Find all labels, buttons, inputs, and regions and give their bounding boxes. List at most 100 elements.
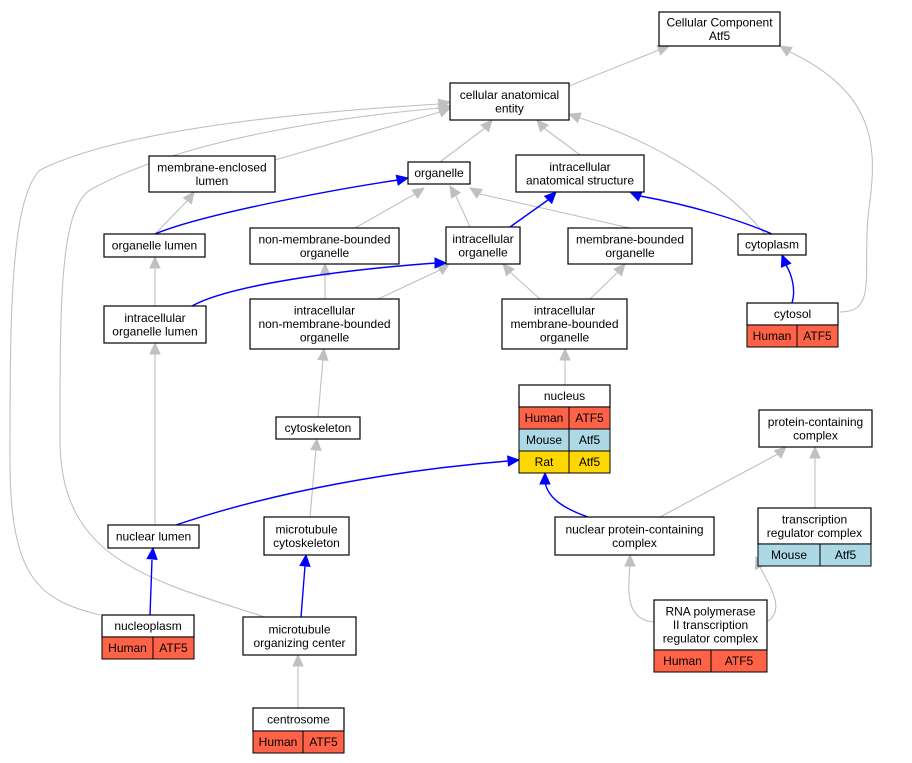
edge-cytoplasm-to-cae bbox=[567, 112, 766, 235]
node-box bbox=[737, 233, 807, 256]
node-box bbox=[567, 227, 693, 265]
node-box bbox=[249, 227, 400, 265]
node-label-line: nuclear lumen bbox=[116, 530, 191, 544]
node-label-line: organelle bbox=[300, 246, 350, 260]
edge-imbo-to-mbo-arrowhead bbox=[613, 263, 626, 277]
node-label-line: membrane-bounded bbox=[510, 317, 618, 331]
edge-imbo-to-io bbox=[502, 263, 541, 300]
edge-cytosol-to-cc-arrowhead bbox=[778, 45, 793, 57]
edge-organelle-to-cae-line bbox=[439, 127, 486, 163]
node-label-line: organelle bbox=[605, 246, 655, 260]
node-label-line: nuclear protein-containing bbox=[565, 522, 703, 536]
node-box bbox=[263, 516, 350, 556]
gene-label: ATF5 bbox=[159, 641, 188, 655]
edge-rnap-to-npcc-line bbox=[628, 564, 655, 623]
edge-nucleus-to-imbo-arrowhead bbox=[559, 347, 571, 361]
node-label-line: entity bbox=[495, 101, 524, 115]
gene-label: Atf5 bbox=[835, 548, 857, 562]
node-intracellular-non-membrane-bounded-organelle[interactable]: intracellularnon-membrane-boundedorganel… bbox=[249, 298, 400, 350]
edge-iol-to-io-blue-arrowhead bbox=[434, 257, 448, 269]
edge-nucleoplasm-to-nl-blue bbox=[146, 546, 158, 616]
gene-label: ATF5 bbox=[803, 329, 832, 343]
node-label-line: intracellular bbox=[294, 304, 355, 318]
node-box bbox=[501, 298, 628, 350]
edge-imbo-to-io-line bbox=[509, 271, 541, 300]
node-label-line: nucleoplasm bbox=[114, 619, 181, 633]
gene-label: Atf5 bbox=[579, 433, 601, 447]
species-label: Mouse bbox=[526, 433, 562, 447]
edge-nucleoplasm-to-nl-blue-arrowhead bbox=[146, 546, 158, 560]
edge-cytoplasm-to-cae-arrowhead bbox=[567, 112, 582, 124]
edge-io-to-ias-blue bbox=[509, 191, 557, 228]
edge-ias-to-cae bbox=[536, 119, 581, 156]
node-label-line: cytoskeleton bbox=[273, 536, 340, 550]
node-label-line: organelle bbox=[540, 331, 590, 345]
edge-trc-to-pcc-arrowhead bbox=[809, 445, 821, 459]
edge-mel-to-cae-line bbox=[274, 111, 441, 161]
edge-rnap-to-npcc-arrowhead bbox=[624, 553, 636, 567]
edge-iol-to-ol bbox=[149, 255, 161, 306]
node-label-line: protein-containing bbox=[768, 415, 863, 429]
node-organelle[interactable]: organelle bbox=[407, 161, 471, 185]
species-label: Human bbox=[108, 641, 147, 655]
edge-nmbo-to-organelle-arrowhead bbox=[411, 187, 426, 200]
edge-npcc-to-nucleus-blue bbox=[539, 471, 589, 518]
node-box bbox=[249, 298, 400, 350]
edge-cytoskeleton-to-inmbo-arrowhead bbox=[317, 347, 329, 362]
gene-cell bbox=[568, 450, 611, 474]
node-cytoplasm[interactable]: cytoplasm bbox=[737, 233, 807, 256]
edge-ol-to-organelle-blue-arrowhead bbox=[395, 174, 410, 186]
edge-mtoc-to-cae-line bbox=[59, 107, 441, 618]
node-label-line: organelle lumen bbox=[112, 239, 197, 253]
edge-mtoc-to-mc-blue-arrowhead bbox=[299, 553, 311, 567]
gene-cell bbox=[302, 730, 345, 754]
species-label: Human bbox=[663, 654, 702, 668]
edge-nl-to-nucleus-blue-arrowhead bbox=[507, 455, 521, 467]
species-label: Human bbox=[753, 329, 792, 343]
node-organelle-lumen[interactable]: organelle lumen bbox=[103, 233, 206, 258]
node-label-line: anatomical structure bbox=[526, 173, 634, 187]
node-box bbox=[103, 233, 206, 258]
node-box bbox=[658, 11, 781, 47]
edge-cytoskeleton-to-inmbo bbox=[317, 347, 329, 418]
edge-cytosol-to-cytoplasm-blue-line bbox=[785, 264, 795, 304]
edge-npcc-to-pcc-line bbox=[659, 453, 779, 518]
node-label-line: microtubule bbox=[275, 522, 337, 536]
edge-mbo-to-organelle bbox=[468, 187, 631, 229]
node-cytoskeleton[interactable]: cytoskeleton bbox=[275, 416, 361, 440]
node-nuclear-lumen[interactable]: nuclear lumen bbox=[107, 524, 200, 549]
node-box bbox=[653, 599, 768, 651]
edge-cytoplasm-to-cae-line bbox=[579, 117, 766, 235]
node-label-line: II transcription bbox=[673, 618, 748, 632]
edge-centrosome-to-mtoc-arrowhead bbox=[292, 653, 304, 667]
node-label-line: centrosome bbox=[267, 713, 330, 727]
edge-io-to-organelle-line bbox=[454, 193, 471, 228]
edge-imbo-to-mbo-line bbox=[589, 271, 619, 300]
edge-npcc-to-pcc bbox=[659, 446, 787, 518]
edge-cae-to-cc bbox=[568, 44, 671, 87]
edge-rnap-to-trc-line bbox=[759, 566, 777, 623]
edge-cytoplasm-to-ias-blue-arrowhead bbox=[628, 190, 643, 202]
edge-cae-to-cc-line bbox=[568, 49, 660, 87]
edge-organelle-to-cae bbox=[439, 119, 493, 163]
